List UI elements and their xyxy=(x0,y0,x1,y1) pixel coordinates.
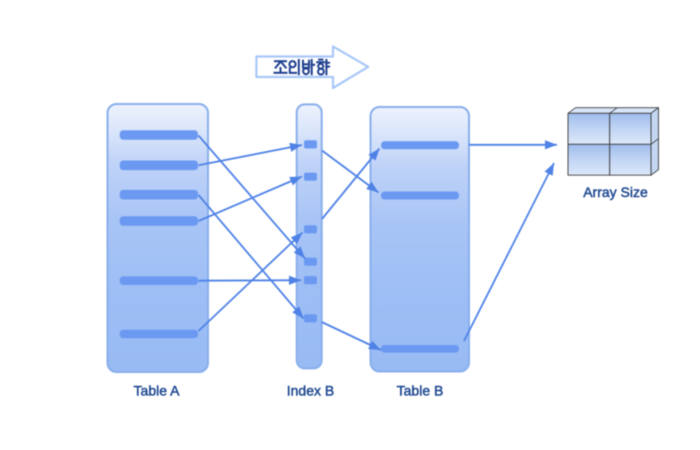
svg-text:Table B: Table B xyxy=(397,383,444,399)
svg-text:Index B: Index B xyxy=(287,383,334,399)
svg-text:Array Size: Array Size xyxy=(583,184,648,200)
svg-text:Table A: Table A xyxy=(134,383,181,399)
